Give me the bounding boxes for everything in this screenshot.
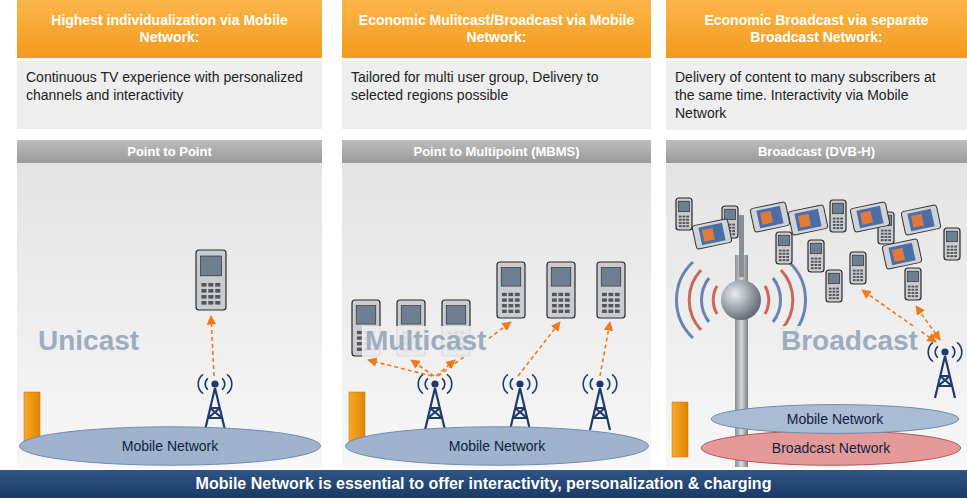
server-box (672, 402, 688, 457)
network-ellipse: Mobile Network (344, 426, 650, 466)
description-box: Delivery of content to many subscribers … (666, 61, 967, 130)
radio-wave (701, 278, 780, 322)
mobile-phone (808, 240, 824, 272)
node-text: Delivery of content to many subscribers … (675, 68, 958, 123)
signal-arrow (411, 360, 434, 376)
illustration-panel (342, 163, 651, 468)
node-text: Economic Broadcast via separate Broadcas… (674, 12, 959, 46)
mode-band: Point to Multipoint (MBMS) (342, 140, 651, 163)
mobile-phone (830, 200, 846, 232)
mobile-phone (826, 270, 842, 302)
cell-tower (503, 374, 537, 430)
network-ellipse: Mobile Network (18, 426, 322, 466)
node-text: Broadcast (DVB-H) (758, 144, 875, 159)
header-box: Highest individualization via Mobile Net… (17, 0, 322, 58)
mobile-phone (776, 232, 792, 264)
mobile-phone (497, 262, 525, 318)
mobile-phone (196, 250, 226, 310)
node-text: Highest individualization via Mobile Net… (25, 12, 314, 46)
mode-band: Point to Point (17, 140, 322, 163)
handheld-tv (750, 202, 790, 233)
mobile-phone (547, 262, 575, 318)
node-text: Point to Multipoint (MBMS) (413, 144, 579, 159)
watermark-label: Unicast (35, 326, 142, 357)
description-box: Tailored for multi user group, Delivery … (342, 61, 651, 129)
mode-band: Broadcast (DVB-H) (666, 140, 967, 163)
tv-tower-antenna (739, 215, 744, 277)
node-text: Broadcast Network (772, 440, 890, 456)
network-ellipse: Mobile Network (710, 404, 960, 434)
signal-arrow (436, 360, 455, 376)
node-text: Mobile Network (449, 438, 545, 454)
handheld-tv (901, 205, 941, 236)
node-text: Tailored for multi user group, Delivery … (351, 68, 642, 104)
radio-wave (689, 270, 793, 330)
handheld-tv (882, 239, 922, 270)
handheld-tv (850, 202, 890, 233)
mobile-phone (850, 252, 866, 284)
mobile-phone (905, 268, 921, 300)
summary-band: Mobile Network is essential to offer int… (0, 470, 967, 498)
illustration-panel (666, 163, 967, 468)
mobile-phone (944, 228, 960, 260)
cell-tower (198, 374, 232, 430)
mobile-phone (597, 262, 625, 318)
broadcast-ellipse: Broadcast Network (700, 430, 962, 466)
watermark-label: Multicast (362, 326, 489, 357)
node-text: Continuous TV experience with personaliz… (26, 68, 313, 104)
signal-arrow (600, 322, 610, 376)
header-box: Economic Broadcast via separate Broadcas… (666, 0, 967, 58)
node-text: Economic Mulitcast/Broadcast via Mobile … (350, 12, 643, 46)
cell-tower (583, 374, 617, 430)
cell-tower (418, 374, 452, 430)
cell-tower (928, 342, 962, 398)
handheld-tv (788, 205, 828, 236)
illustration-panel (17, 163, 322, 468)
signal-arrow (211, 316, 214, 376)
node-text: Mobile Network (122, 438, 218, 454)
mobile-phone (676, 198, 692, 230)
node-text: Point to Point (127, 144, 211, 159)
signal-arrow (518, 322, 560, 376)
description-box: Continuous TV experience with personaliz… (17, 61, 322, 129)
node-text: Mobile Network (787, 411, 883, 427)
handheld-tv (692, 219, 732, 250)
node-text: Mobile Network is essential to offer int… (196, 475, 772, 493)
tv-tower-sphere (721, 280, 761, 320)
watermark-label: Broadcast (778, 326, 921, 357)
header-box: Economic Mulitcast/Broadcast via Mobile … (342, 0, 651, 58)
